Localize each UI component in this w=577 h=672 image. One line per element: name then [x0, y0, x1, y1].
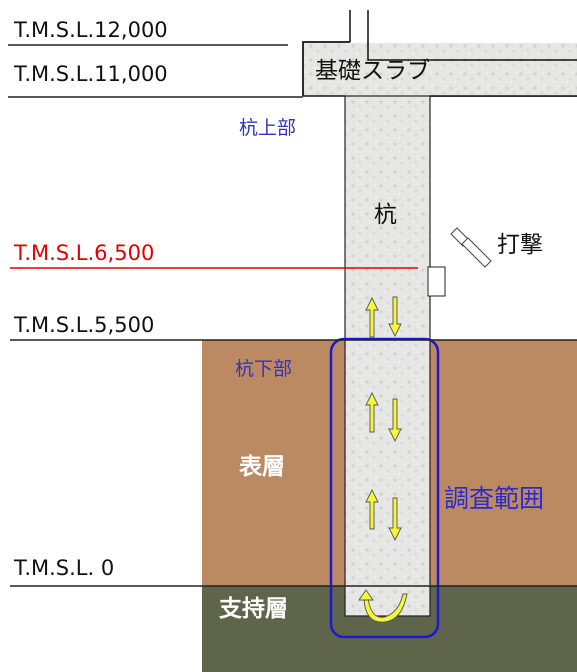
survey-range-label: 調査範囲 [444, 484, 545, 513]
hammer-icon [450, 227, 492, 268]
survey-range-box [329, 337, 440, 639]
level-label-5500: T.M.S.L.5,500 [14, 313, 155, 337]
level-label-6500: T.M.S.L.6,500 [14, 241, 155, 265]
level-label-0: T.M.S.L. 0 [14, 556, 115, 580]
arrow-down [388, 497, 402, 542]
level-label-11000: T.M.S.L.11,000 [14, 62, 168, 86]
bearing-layer-label: 支持層 [219, 596, 288, 622]
arrow-down [388, 398, 402, 443]
arrow-down [388, 296, 402, 338]
pile-label: 杭 [374, 202, 397, 228]
surface-layer-label: 表層 [239, 454, 285, 480]
arrow-up [365, 488, 379, 530]
pile-top-label: 杭上部 [239, 117, 297, 139]
slab-label: 基礎スラブ [315, 58, 430, 84]
arrow-up [365, 296, 379, 338]
arrow-up [365, 391, 379, 433]
reflection-arrow-icon [358, 589, 408, 623]
level-label-12000: T.M.S.L.12,000 [14, 18, 168, 42]
sensor-box [427, 266, 446, 297]
pile-body [344, 95, 431, 617]
pile-bottom-label: 杭下部 [235, 358, 293, 380]
hit-label: 打撃 [497, 232, 543, 258]
